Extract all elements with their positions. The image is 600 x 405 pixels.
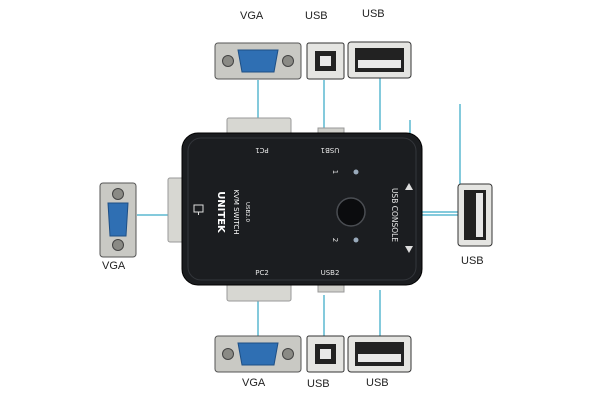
bottom-usb-b-connector: [306, 335, 345, 373]
top-vga-connector: [214, 42, 302, 80]
switch-button[interactable]: [336, 197, 366, 227]
port-pc1-label: PC1: [255, 146, 269, 154]
bottom-usb-b-label: USB: [307, 378, 330, 390]
port-pc2-label: PC2: [255, 269, 269, 277]
port-usb2-label: USB2: [321, 269, 340, 277]
top-usb-b-label: USB: [305, 10, 328, 22]
model-label: KVM SWITCH: [232, 189, 240, 234]
led-2: [353, 237, 359, 243]
kvm-switch-device: [181, 132, 423, 286]
bottom-vga-label: VGA: [242, 377, 266, 389]
bottom-vga-connector: [214, 335, 302, 373]
usb-console-label: USB CONSOLE: [390, 188, 399, 242]
left-vga-label: VGA: [102, 260, 126, 272]
bottom-usb-a-connector: [347, 335, 412, 373]
indicator-1-label: 1: [331, 170, 339, 174]
top-usb-a-label: USB: [362, 8, 385, 20]
indicator-2-label: 2: [331, 238, 339, 242]
bottom-usb-a-label: USB: [366, 377, 389, 389]
version-label: USB2.0: [244, 202, 250, 223]
top-usb-a-connector: [347, 41, 412, 79]
left-vga-connector: [99, 182, 137, 258]
right-usb-a-connector: [457, 183, 493, 247]
right-usb-label: USB: [461, 255, 484, 267]
brand-logo: UNITEK: [215, 191, 226, 234]
port-usb1-label: USB1: [321, 146, 340, 154]
top-usb-b-connector: [306, 42, 345, 80]
top-vga-label: VGA: [240, 10, 264, 22]
led-1: [353, 169, 359, 175]
